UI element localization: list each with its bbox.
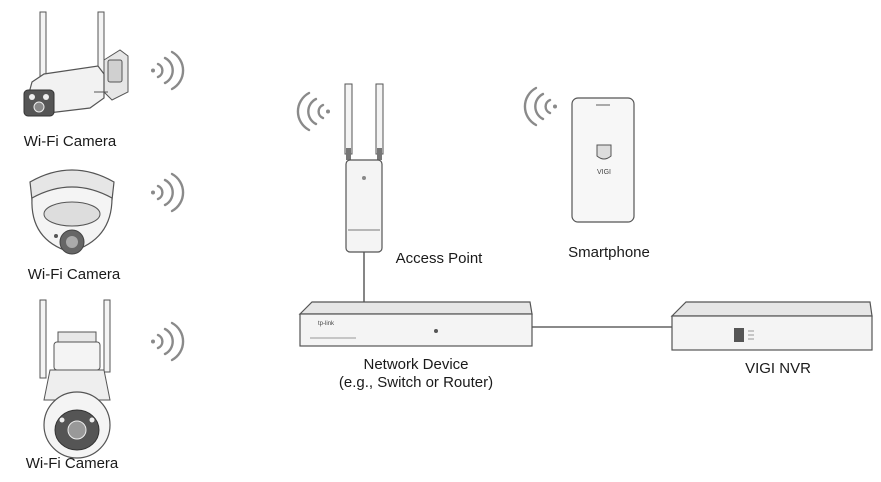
bullet-camera-icon [23, 11, 129, 117]
nvr-label: VIGI NVR [745, 360, 811, 377]
smartphone-icon: VIGI [571, 97, 635, 223]
access-point-icon [344, 83, 384, 253]
wifi-signal-icon [151, 321, 185, 362]
wifi-signal-icon [523, 86, 557, 127]
camera2-label: Wi-Fi Camera [27, 266, 121, 283]
dome-camera-icon [29, 169, 115, 255]
nvr-icon [670, 301, 873, 351]
vigi-app-label: VIGI [597, 169, 611, 176]
access-point-label: Access Point [395, 250, 483, 267]
smartphone-label: Smartphone [568, 244, 650, 261]
network-device-label-line1: Network Device [363, 356, 469, 373]
network-device-label: Network Device (e.g., Switch or Router) [318, 356, 514, 392]
wifi-signal-icon [296, 91, 330, 132]
wifi-signal-icon [151, 50, 185, 91]
switch-brand-logo: tp-link [318, 321, 335, 327]
wifi-signal-icon [151, 172, 185, 213]
vigi-app-icon [596, 144, 612, 160]
camera1-label: Wi-Fi Camera [23, 133, 117, 150]
camera3-label: Wi-Fi Camera [25, 455, 119, 472]
switch-icon: tp-link [298, 301, 533, 347]
network-device-label-line2: (e.g., Switch or Router) [338, 374, 494, 391]
ptz-camera-icon [39, 299, 111, 459]
